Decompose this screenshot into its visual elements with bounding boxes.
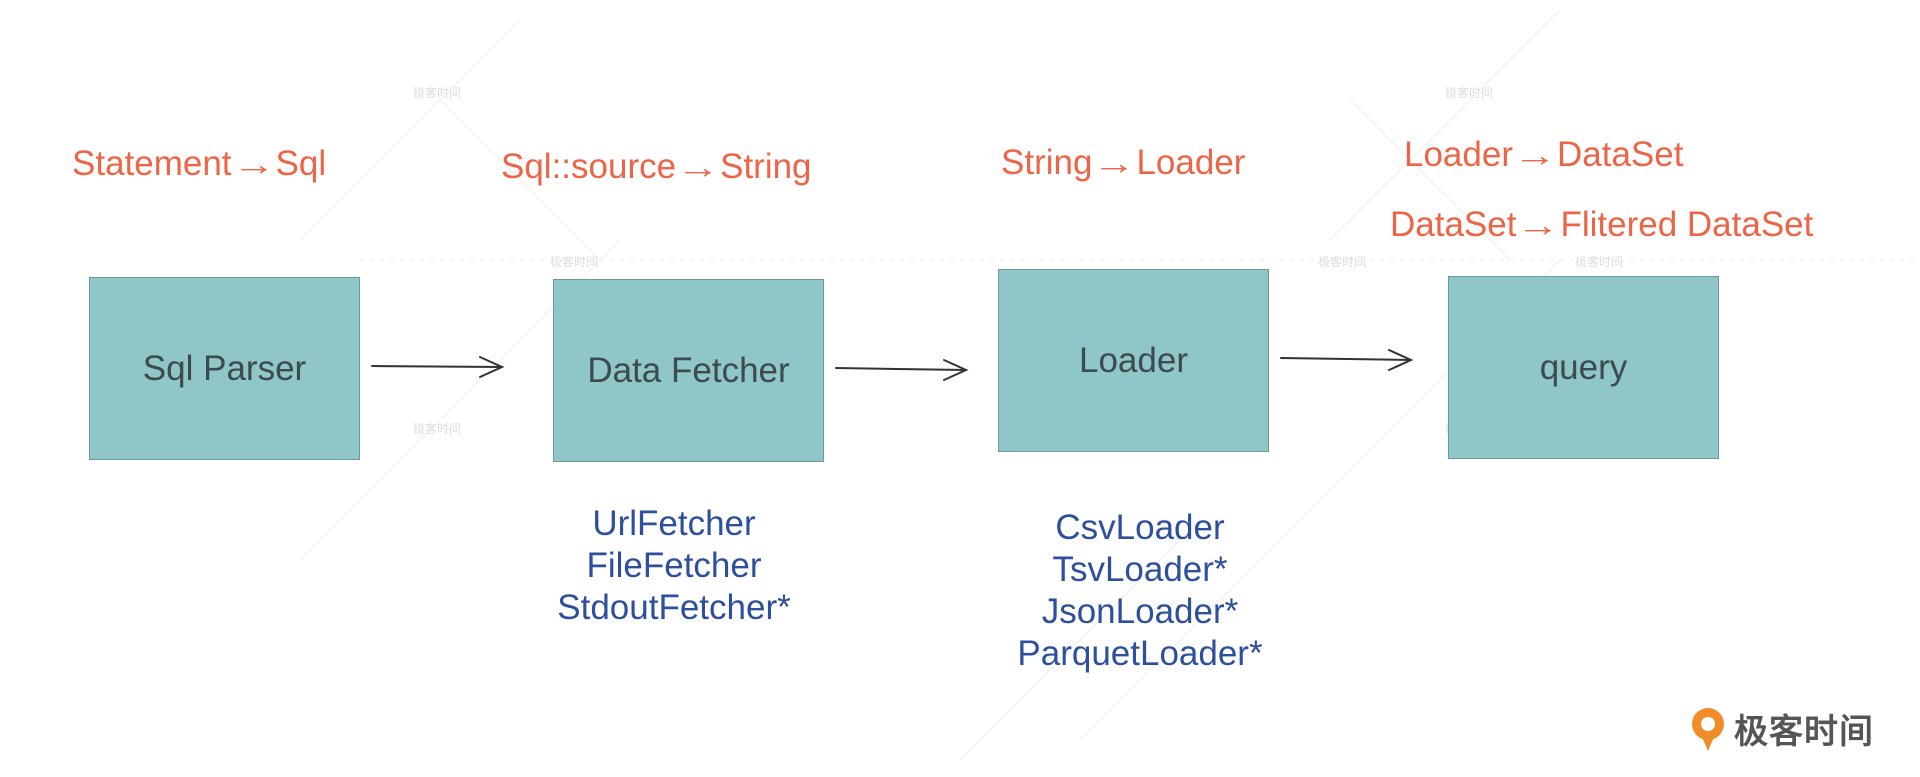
loader-item: ParquetLoader*: [1017, 634, 1263, 673]
transform-from: DataSet: [1390, 205, 1517, 244]
loader-item: JsonLoader*: [1041, 592, 1239, 631]
loader-item: TsvLoader*: [1052, 550, 1228, 589]
fetcher-item: StdoutFetcher*: [557, 588, 791, 627]
watermark-label: 极客时间: [1575, 255, 1624, 269]
arrow-parser-to-fetcher: [371, 356, 505, 378]
query-label: query: [1539, 347, 1628, 387]
arrow-fetcher-to-loader: [835, 359, 969, 381]
arrow-right-icon: →: [1513, 137, 1557, 173]
sql-parser-box: Sql Parser: [89, 277, 360, 460]
transform-to: DataSet: [1556, 135, 1684, 174]
transform-statement-to-sql: Statement→Sql: [72, 146, 326, 181]
brand-logo: 极客时间: [1688, 704, 1874, 753]
loader-label: Loader: [1079, 340, 1188, 380]
watermark-label: 极客时间: [1318, 255, 1367, 269]
watermark-label: 极客时间: [413, 86, 462, 100]
fetcher-implementations: UrlFetcher FileFetcher StdoutFetcher*: [549, 503, 799, 629]
data-fetcher-box: Data Fetcher: [553, 279, 824, 462]
transform-from: Loader: [1404, 135, 1513, 174]
transform-source-to-string: Sql::source→String: [501, 149, 812, 184]
data-fetcher-label: Data Fetcher: [587, 350, 790, 390]
fetcher-item: FileFetcher: [586, 546, 762, 585]
watermark-label: 极客时间: [1445, 86, 1494, 100]
transform-from: String: [1001, 143, 1093, 182]
brand-logo-text: 极客时间: [1734, 713, 1874, 751]
query-box: query: [1448, 276, 1719, 459]
transform-to: Sql: [275, 144, 327, 183]
loader-box: Loader: [998, 269, 1269, 452]
watermark-label: 极客时间: [413, 422, 462, 436]
transform-to: String: [720, 147, 812, 186]
arrow-right-icon: →: [1516, 207, 1561, 243]
fetcher-item: UrlFetcher: [592, 504, 756, 543]
loader-item: CsvLoader: [1055, 508, 1225, 547]
transform-from: Statement: [72, 144, 232, 183]
loader-implementations: CsvLoader TsvLoader* JsonLoader* Parquet…: [1000, 507, 1280, 675]
watermark-label: 极客时间: [550, 255, 599, 269]
arrow-loader-to-query: [1280, 349, 1414, 371]
transform-dataset-to-filtered: DataSet→Flitered DataSet: [1390, 207, 1813, 242]
arrow-right-icon: →: [676, 149, 720, 185]
arrow-right-icon: →: [231, 146, 276, 182]
transform-loader-to-dataset: Loader→DataSet: [1404, 137, 1683, 172]
transform-to: Flitered DataSet: [1560, 205, 1814, 244]
transform-to: Loader: [1136, 143, 1246, 182]
arrow-right-icon: →: [1092, 145, 1137, 181]
transform-string-to-loader: String→Loader: [1001, 145, 1245, 180]
transform-from: Sql::source: [501, 147, 677, 186]
geektime-logo-icon: [1692, 707, 1724, 751]
sql-parser-label: Sql Parser: [142, 348, 307, 388]
